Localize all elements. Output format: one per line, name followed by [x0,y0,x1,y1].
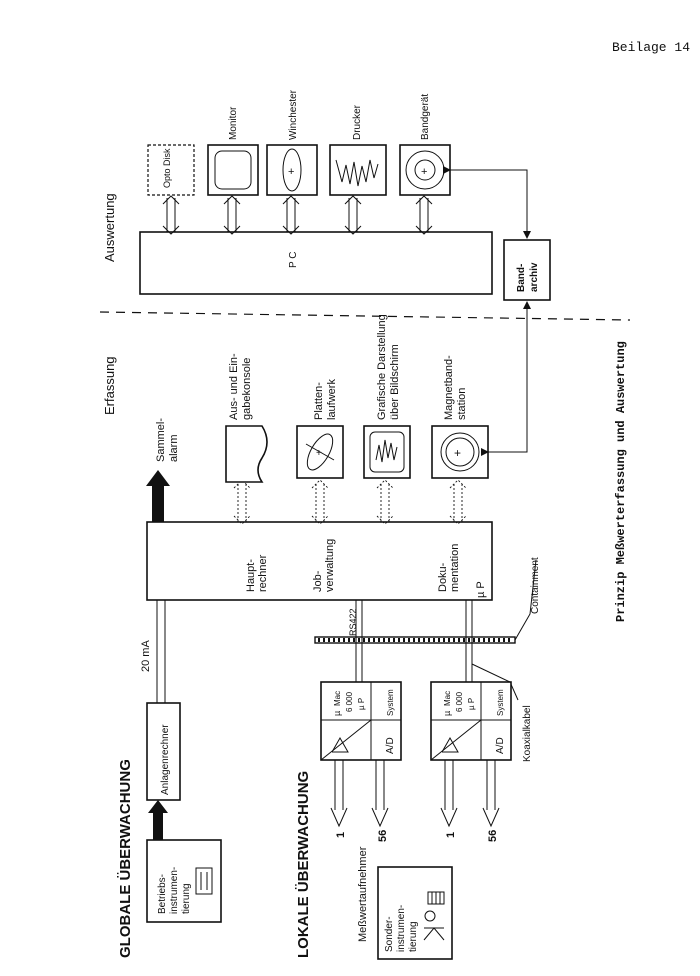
console-label-1: Aus- und Ein- [228,353,240,420]
hauptrechner-label-1: Haupt- [245,559,257,592]
winchester-label: Winchester [288,89,299,140]
monitor-device [207,144,259,196]
system-1-system: System [386,689,395,716]
system-1-mac: Mac [333,691,342,706]
section-divider [99,311,631,321]
auswertung-connectors [162,195,433,235]
bandgeraet-bandarchiv-link [443,166,531,239]
messwertaufnehmer-label: Meßwertaufnehmer [357,846,369,942]
koaxialkabel-label: Koaxialkabel [522,705,533,762]
erfassung-connectors [233,479,467,525]
sammelalarm-arrow [146,470,170,522]
system-1-ad: A/D [385,737,396,754]
tape-station-label-2: station [456,388,468,420]
disk-drive-label-1: Platten- [313,382,325,420]
hauptrechner-label-2: rechner [257,554,269,592]
section-global-label: GLOBALE ÜBERWACHUNG [117,759,134,958]
hauptrechner-box [146,521,493,601]
instrument-panel-icon [195,867,213,895]
section-auswertung-label: Auswertung [102,193,117,262]
tape-station-device: + [431,425,489,479]
system-1-unit [320,681,402,761]
bandarchiv-label-2: archiv [529,262,540,292]
sonder-line-2: instrumen- [396,905,407,952]
betriebs-instrumentierung-box [146,839,222,923]
up-label: µ P [475,581,487,598]
system-2-ad: A/D [495,737,506,754]
graphic-display-device [363,425,411,479]
printer-device [329,144,387,196]
system-2-mu: µ [442,711,452,716]
winchester-device: + [266,144,318,196]
containment-label: Containment [530,557,541,614]
svg-text:+: + [421,166,427,178]
disk-drive-label-2: laufwerk [326,379,338,420]
system-2-mac: Mac [443,691,452,706]
system-2-up: µ P [467,698,476,710]
tape-drive-device: + [399,144,451,196]
sonder-line-3: tierung [408,921,419,952]
sensor-2-last: 56 [487,830,499,842]
sensor-2-first: 1 [445,832,457,838]
current-label: 20 mA [140,640,152,672]
betriebs-line-2: instrumen- [169,867,180,914]
svg-text:+: + [316,448,322,459]
section-erfassung-label: Erfassung [102,356,117,415]
betriebs-line-1: Betriebs- [157,874,168,914]
jobverwaltung-label-1: Job- [312,570,324,592]
system-1-num: 6 000 [345,691,354,712]
sammelalarm-label-1: Sammel- [155,418,167,462]
sensor-1-first: 1 [335,832,347,838]
system-1-mu: µ [332,711,342,716]
system-2-unit [430,681,512,761]
dokumentation-label-2: mentation [449,544,461,592]
system-2-system: System [496,689,505,716]
betriebs-to-anlagen-arrow [148,800,168,840]
betriebs-line-3: tierung [181,883,192,914]
opto-disk-device [147,144,195,196]
monitor-label: Monitor [228,106,239,140]
pc-box [139,231,493,295]
system-2-num: 6 000 [455,691,464,712]
console-label-2: gabekonsole [241,358,253,420]
sonder-line-1: Sonder- [384,916,395,952]
containment-bus [314,636,516,644]
system-1-up: µ P [357,698,366,710]
tape-drive-label: Bandgerät [420,94,431,140]
tape-station-label-1: Magnetband- [443,355,455,420]
graphic-display-label-1: Grafische Darstellung [376,314,388,420]
section-local-label: LOKALE ÜBERWACHUNG [295,771,312,958]
svg-text:+: + [288,166,294,178]
graphic-display-label-2: über Bildschirm [389,344,401,420]
rs422-label: RS422 [348,608,358,636]
bandarchiv-label-1: Band- [516,264,527,292]
pc-label: P C [288,252,299,269]
jobverwaltung-label-2: verwaltung [324,539,336,592]
page-number-label: Beilage 14 [611,40,690,55]
anlagenrechner-box [146,702,181,801]
console-device [225,425,268,483]
opto-disk-label: Opto Disk [162,148,172,188]
sonder-instrumentierung-box [377,866,453,960]
special-instrument-icon [423,891,445,941]
sammelalarm-label-2: alarm [168,434,180,462]
magnetband-bandarchiv-link [481,301,531,456]
anlagenrechner-label: Anlagenrechner [160,724,171,795]
bus-taps [355,600,473,682]
sensor-1-last: 56 [377,830,389,842]
caption-label: Prinzip Meßwerterfassung und Auswertung [614,341,628,622]
printer-label: Drucker [352,104,363,140]
dokumentation-label-1: Doku- [437,562,449,592]
svg-text:+: + [454,446,461,460]
containment-pointer [514,559,537,641]
bandarchiv-box [503,239,551,301]
disk-drive-device: + [296,425,344,479]
sensor-probes [330,760,500,828]
